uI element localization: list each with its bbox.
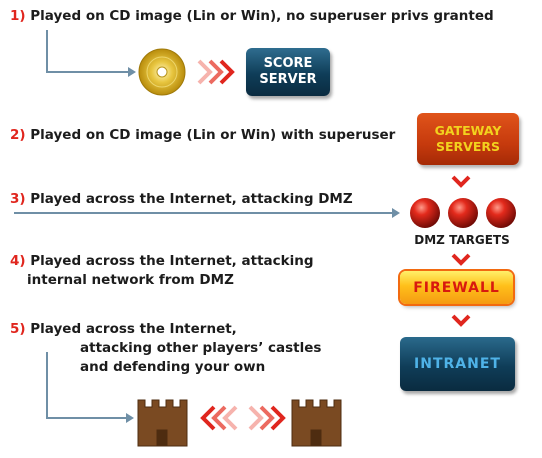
castle-icon	[137, 399, 188, 447]
score-server-line-1: SCORE	[263, 56, 313, 71]
step-1-text: Played on CD image (Lin or Win), no supe…	[30, 8, 494, 24]
step-4-line-1: Played across the Internet, attacking	[30, 253, 314, 269]
step-5: 5) Played across the Internet, attacking…	[10, 320, 321, 377]
step-3: 3) Played across the Internet, attacking…	[10, 190, 353, 209]
step-1-number: 1)	[10, 8, 26, 24]
firewall-box: FIREWALL	[400, 271, 513, 304]
firewall-label: FIREWALL	[413, 279, 500, 296]
step-5-line-1: Played across the Internet,	[30, 321, 237, 337]
gateway-servers-box: GATEWAY SERVERS	[417, 113, 519, 165]
step-5-arrow	[46, 352, 134, 423]
step-5-line-3: and defending your own	[80, 359, 266, 375]
chevron-icon	[197, 59, 235, 85]
sphere-target-icon	[448, 198, 478, 228]
step-5-line-2: attacking other players’ castles	[80, 340, 322, 356]
step-2-text: Played on CD image (Lin or Win) with sup…	[30, 127, 396, 143]
step-1-arrow	[46, 30, 136, 77]
cd-disc-icon	[138, 48, 186, 96]
dmz-targets-label: DMZ TARGETS	[414, 233, 510, 247]
step-2: 2) Played on CD image (Lin or Win) with …	[10, 126, 395, 145]
step-3-text: Played across the Internet, attacking DM…	[30, 191, 353, 207]
step-4: 4) Played across the Internet, attacking…	[10, 252, 314, 290]
step-1: 1) Played on CD image (Lin or Win), no s…	[10, 7, 494, 26]
score-server-box: SCORE SERVER	[246, 48, 330, 96]
step-5-number: 5)	[10, 321, 26, 337]
chevron-icon	[451, 314, 471, 327]
castle-icon	[291, 399, 342, 447]
sphere-target-icon	[410, 198, 440, 228]
sphere-target-icon	[486, 198, 516, 228]
chevron-icon	[451, 253, 471, 266]
step-4-number: 4)	[10, 253, 26, 269]
step-4-line-2: internal network from DMZ	[27, 272, 234, 288]
score-server-line-2: SERVER	[259, 72, 317, 87]
intranet-box: INTRANET	[400, 337, 515, 391]
step-3-number: 3)	[10, 191, 26, 207]
gateway-line-1: GATEWAY	[434, 123, 502, 138]
intranet-label: INTRANET	[414, 356, 501, 372]
chevron-icon	[451, 175, 471, 188]
gateway-line-2: SERVERS	[435, 139, 500, 154]
step-3-arrow	[14, 208, 400, 218]
step-2-number: 2)	[10, 127, 26, 143]
chevron-icon	[200, 405, 286, 431]
